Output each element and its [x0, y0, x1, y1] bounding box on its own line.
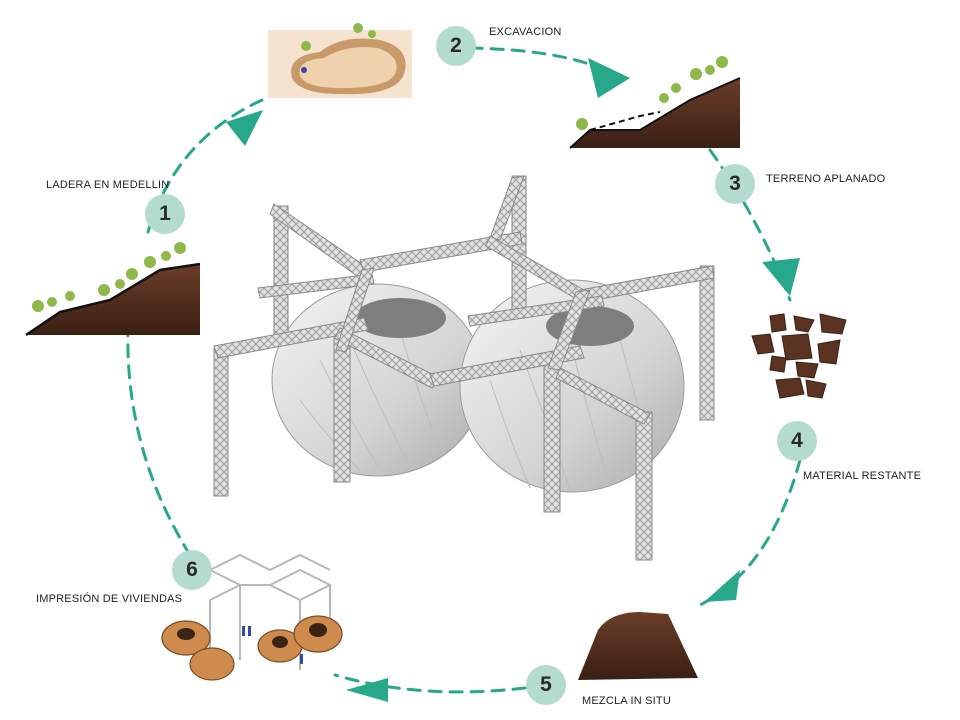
- hillside-ridge: [25, 262, 201, 337]
- truss-beam: [467, 295, 605, 327]
- arrowhead-4-5: [704, 570, 740, 602]
- step-6-label: IMPRESIÓN DE VIVIENDAS: [36, 593, 183, 605]
- soil-fragment: [817, 339, 841, 365]
- leftover-material-icon: [751, 313, 847, 399]
- truss-beam: [335, 267, 375, 353]
- truss-beam: [333, 327, 441, 389]
- truss-column: [543, 359, 561, 513]
- step-6-badge: 6: [172, 550, 212, 590]
- soil-mix-icon: [578, 612, 698, 680]
- arrowhead-1-2: [226, 110, 263, 146]
- tree: [353, 23, 363, 33]
- step-4-label: MATERIAL RESTANTE: [803, 470, 922, 482]
- tree: [144, 256, 156, 268]
- tree: [690, 68, 702, 80]
- dome-opening-left: [354, 298, 446, 338]
- soil-fragment: [751, 333, 775, 355]
- people: [242, 626, 303, 664]
- arrowhead-5-6: [346, 678, 388, 702]
- excavation-pit: [299, 47, 397, 88]
- soil-fragment: [775, 377, 805, 399]
- step-1-badge: 1: [145, 194, 185, 234]
- terrain-ridge: [569, 77, 741, 149]
- truss-column: [213, 347, 229, 497]
- terrain-original-slope: [589, 111, 661, 131]
- step-5-badge: 5: [526, 665, 566, 705]
- tree: [576, 118, 588, 130]
- soil-fragment: [795, 361, 819, 379]
- truss-beam: [489, 175, 525, 241]
- step-3-label: TERRENO APLANADO: [766, 173, 886, 185]
- truss-column: [273, 205, 289, 341]
- tree: [174, 242, 186, 254]
- truss-beam: [359, 231, 523, 273]
- tree: [65, 291, 75, 301]
- tree: [716, 56, 728, 68]
- hillside-icon: [25, 242, 201, 337]
- tree: [161, 251, 171, 261]
- pod-openings: [177, 623, 327, 648]
- truss-column: [635, 411, 653, 561]
- soil-fragment: [781, 333, 813, 361]
- housing-print-icon: [161, 553, 343, 681]
- tree: [126, 268, 138, 280]
- soil-mound: [578, 612, 698, 680]
- tree: [368, 30, 376, 38]
- truss-beam: [257, 273, 375, 299]
- worker: [301, 67, 307, 73]
- 3d-printer-gantry-dome-icon: [213, 175, 715, 561]
- tree: [671, 83, 681, 93]
- soil-fragment: [793, 315, 815, 333]
- cycle-arc-5-6: [333, 673, 527, 694]
- step-1-label: LADERA EN MEDELLIN: [46, 179, 170, 191]
- truss-column: [699, 265, 715, 421]
- step-3-badge: 3: [715, 164, 755, 204]
- truss-beam: [547, 289, 591, 371]
- soil-fragment: [769, 313, 787, 333]
- cycle-arrows: [226, 58, 800, 702]
- cycle-arc-6-1: [126, 328, 192, 557]
- tree: [98, 284, 110, 296]
- soil-fragment: [805, 379, 827, 399]
- truss-beam: [555, 367, 651, 425]
- tree: [32, 300, 44, 312]
- cycle-arc-2-3: [468, 46, 622, 80]
- gantry-truss: [213, 175, 715, 561]
- pod: [189, 647, 235, 681]
- arrowhead-2-3: [588, 58, 630, 98]
- tree: [301, 41, 311, 51]
- arrowhead-3-4: [762, 258, 800, 296]
- soil-fragment: [769, 355, 787, 373]
- soil-fragment: [819, 313, 847, 335]
- excavation-icon: [268, 23, 412, 98]
- leveled-terrain-icon: [569, 56, 741, 149]
- tree: [115, 279, 125, 289]
- step-2-label: EXCAVACION: [489, 26, 562, 38]
- step-2-badge: 2: [436, 26, 476, 66]
- truss-beam: [429, 345, 585, 387]
- cycle-arc-4-5: [698, 458, 802, 607]
- tree: [705, 65, 715, 75]
- tree: [659, 93, 669, 103]
- truss-beam: [213, 317, 369, 359]
- tree: [47, 297, 57, 307]
- step-4-badge: 4: [777, 421, 817, 461]
- step-5-label: MEZCLA IN SITU: [582, 695, 671, 707]
